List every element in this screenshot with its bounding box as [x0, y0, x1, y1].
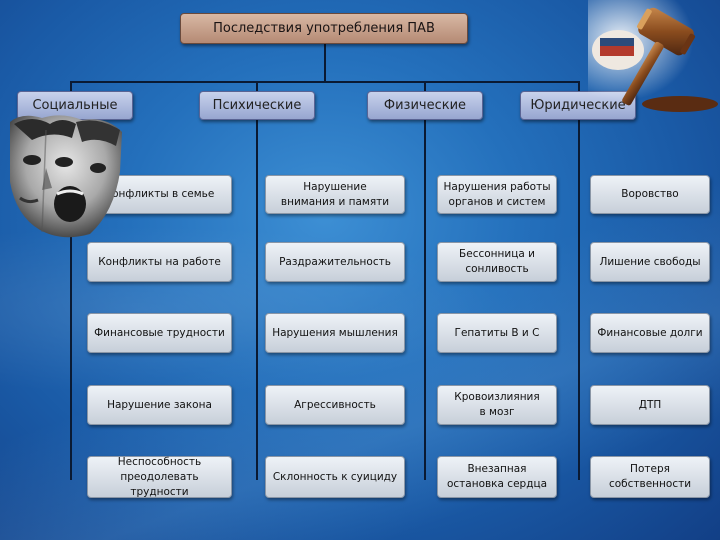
category-psychological-label: Психические: [212, 98, 302, 113]
connector-social-spine: [70, 120, 72, 480]
connector-horizontal-main: [70, 81, 580, 83]
psychological-item: Склонность к суициду: [265, 456, 405, 498]
psychological-item: Раздражительность: [265, 242, 405, 282]
connector-legal-spine: [578, 120, 580, 480]
legal-item: Лишение свободы: [590, 242, 710, 282]
social-item: Конфликты на работе: [87, 242, 232, 282]
connector-social-drop: [70, 81, 72, 92]
connector-phys-spine: [424, 120, 426, 480]
social-item: Неспособность преодолевать трудности: [87, 456, 232, 498]
physical-item: Кровоизлияния в мозг: [437, 385, 557, 425]
judge-gavel-photo: [588, 0, 720, 112]
physical-item: Бессонница и сонливость: [437, 242, 557, 282]
connector-title-down: [324, 44, 326, 82]
social-item: Нарушение закона: [87, 385, 232, 425]
psychological-item: Нарушение внимания и памяти: [265, 175, 405, 214]
psychological-item: Нарушения мышления: [265, 313, 405, 353]
legal-item: Потеря собственности: [590, 456, 710, 498]
category-physical-label: Физические: [383, 98, 467, 113]
connector-phys-drop: [424, 81, 426, 92]
legal-item: Финансовые долги: [590, 313, 710, 353]
physical-item: Внезапная остановка сердца: [437, 456, 557, 498]
physical-item: Нарушения работы органов и систем: [437, 175, 557, 214]
social-item: Финансовые трудности: [87, 313, 232, 353]
psychological-item: Агрессивность: [265, 385, 405, 425]
connector-psych-spine: [256, 120, 258, 480]
category-psychological: Психические: [199, 91, 315, 120]
connector-psych-drop: [256, 81, 258, 92]
connector-legal-drop: [578, 81, 580, 92]
screaming-faces-photo: [10, 115, 122, 238]
diagram-title-text: Последствия употребления ПАВ: [213, 21, 435, 36]
category-social-label: Социальные: [32, 98, 118, 113]
physical-item: Гепатиты В и С: [437, 313, 557, 353]
legal-item: ДТП: [590, 385, 710, 425]
diagram-title: Последствия употребления ПАВ: [180, 13, 468, 44]
category-physical: Физические: [367, 91, 483, 120]
legal-item: Воровство: [590, 175, 710, 214]
